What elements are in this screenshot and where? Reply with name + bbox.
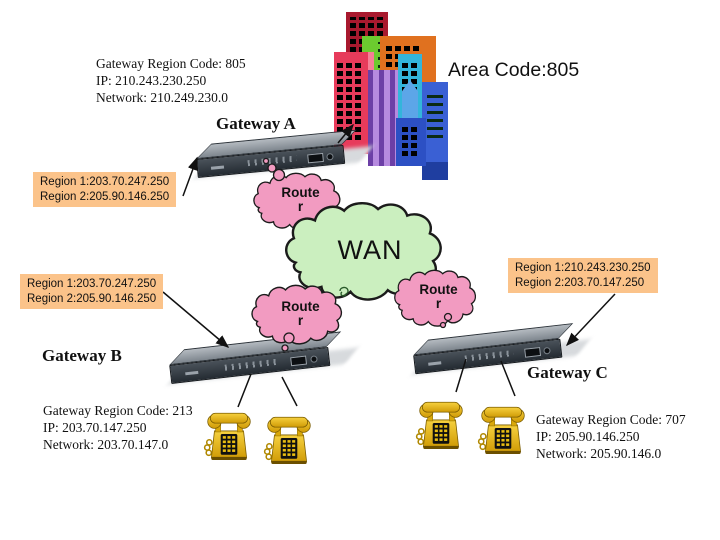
phone-shape	[205, 413, 251, 460]
device-brand-mark	[428, 361, 442, 366]
phone-c1-icon	[415, 394, 467, 450]
building-blue-base	[396, 118, 426, 166]
router-label-line1: Route	[281, 298, 320, 314]
gateway-c-info: Gateway Region Code: 707 IP: 205.90.146.…	[536, 411, 686, 462]
device-led-ticks	[224, 359, 279, 372]
phone-shape	[417, 402, 463, 449]
device-port	[289, 355, 307, 367]
router-cloud-c: Route r	[392, 269, 485, 331]
device-power-jack	[310, 355, 318, 363]
gateway-a-ip: IP: 210.243.230.250	[96, 73, 207, 88]
phone-icon	[203, 405, 255, 461]
phone-shape	[479, 407, 525, 454]
device-brand-mark	[211, 165, 225, 170]
building-spire	[402, 80, 418, 120]
region1-line: Region 1:210.243.230.250	[515, 262, 651, 274]
router-cloud-b-label: Route r	[249, 284, 352, 349]
router-cloud-b: Route r	[249, 284, 352, 349]
phone-b1-icon	[203, 405, 255, 461]
device-port	[523, 346, 541, 358]
device-power-jack	[542, 346, 551, 355]
router-label-line2: r	[297, 199, 304, 214]
device-power-jack	[325, 152, 334, 161]
gateway-c-region-code: Gateway Region Code: 707	[536, 412, 686, 427]
region2-line: Region 2:205.90.146.250	[27, 292, 157, 305]
gateway-b-network: Network: 203.70.147.0	[43, 437, 169, 452]
device-led-ticks	[247, 155, 298, 167]
gateway-b-title: Gateway B	[42, 346, 122, 365]
router-cloud-a: Route r	[251, 172, 350, 234]
gateway-a-network: Network: 210.249.230.0	[96, 90, 228, 105]
wan-label: WAN	[337, 234, 403, 265]
line-gateway-b-phone-1	[237, 373, 252, 408]
building-purple	[368, 70, 398, 166]
phone-c2-icon	[477, 399, 529, 455]
router-cloud-a-label: Route r	[251, 172, 350, 234]
phone-shape	[265, 417, 311, 464]
router-label-line1: Route	[419, 282, 458, 297]
device-port	[306, 152, 324, 164]
device-brand-mark	[185, 370, 199, 376]
wan-cloud: WAN	[281, 201, 459, 308]
gateway-a-device	[194, 129, 374, 179]
building-blue-right	[422, 82, 448, 180]
phone-icon	[263, 409, 315, 465]
phone-icon	[415, 394, 467, 450]
region2-line: Region 2:205.90.146.250	[40, 190, 170, 203]
phone-b2-icon	[263, 409, 315, 465]
city-illustration	[328, 8, 450, 180]
gateway-b-region-code: Gateway Region Code: 213	[43, 403, 193, 418]
building-windows	[337, 60, 361, 140]
gateway-a-info: Gateway Region Code: 805 IP: 210.243.230…	[96, 55, 246, 106]
router-cloud-c-label: Route r	[392, 269, 485, 331]
gateway-c-network: Network: 205.90.146.0	[536, 446, 662, 461]
region-box-gateway-a: Region 1:203.70.247.250 Region 2:205.90.…	[33, 172, 177, 207]
region1-line: Region 1:203.70.247.250	[27, 278, 157, 290]
device-led-ticks	[464, 350, 515, 363]
building-stripes	[368, 70, 398, 166]
router-label-line1: Route	[281, 185, 320, 200]
gateway-c-ip: IP: 205.90.146.250	[536, 429, 640, 444]
gateway-c-title: Gateway C	[527, 363, 608, 382]
region-box-gateway-b: Region 1:203.70.247.250 Region 2:205.90.…	[20, 274, 164, 309]
region-box-gateway-c: Region 1:210.243.230.250 Region 2:203.70…	[508, 258, 658, 293]
line-gateway-c-phone-2	[500, 360, 516, 397]
gateway-a-region-code: Gateway Region Code: 805	[96, 56, 246, 71]
building-windows	[427, 90, 443, 138]
gateway-b-ip: IP: 203.70.147.250	[43, 420, 147, 435]
router-label-line2: r	[435, 296, 442, 311]
arrow-regionbox-to-gateway-c	[565, 293, 616, 347]
area-code-label: Area Code:805	[448, 59, 580, 81]
building-windows	[402, 126, 420, 156]
arrow-regionbox-to-gateway-b	[162, 291, 230, 348]
phone-icon	[477, 399, 529, 455]
region2-line: Region 2:203.70.147.250	[515, 276, 645, 289]
region1-line: Region 1:203.70.247.250	[40, 176, 170, 188]
router-label-line2: r	[297, 312, 304, 328]
gateway-b-info: Gateway Region Code: 213 IP: 203.70.147.…	[43, 402, 193, 453]
gateway-a-title: Gateway A	[216, 114, 296, 133]
line-gateway-b-phone-2	[281, 376, 298, 407]
